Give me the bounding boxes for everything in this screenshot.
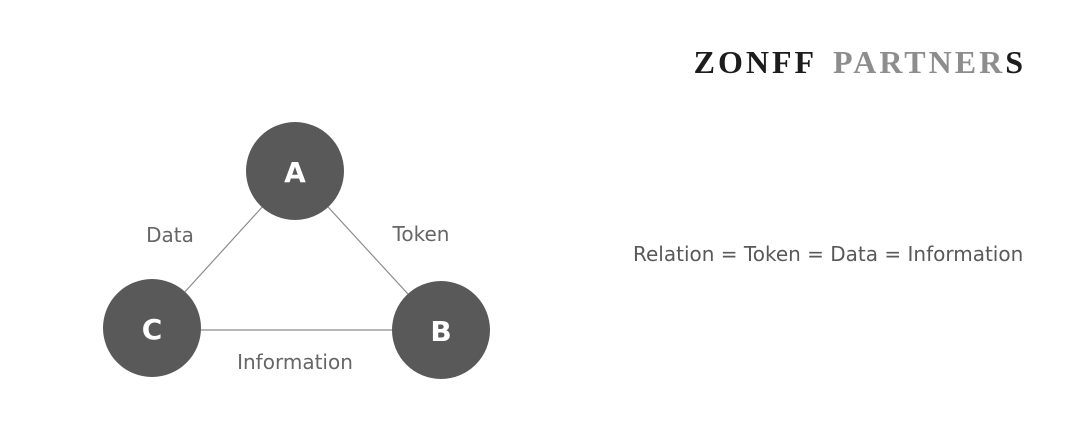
node-c-circle [103,279,201,377]
edge-label-token: Token [392,222,450,246]
edge-label-data: Data [146,223,194,247]
relation-equation-text: Relation = Token = Data = Information [633,242,1024,266]
node-a-label: A [284,156,306,189]
node-a-circle [246,122,344,220]
node-b-label: B [430,315,451,348]
edge-label-information: Information [237,350,353,374]
node-b-circle [392,281,490,379]
logo-letter-s: S [1005,44,1026,80]
zonff-partners-logo: ZONFF PARTNERS [694,46,1026,78]
triangle-diagram: A B C Data Token Information [103,122,490,379]
node-c-label: C [142,313,163,346]
logo-word-partner: PARTNER [833,44,1006,80]
logo-word-zonff: ZONFF [693,44,818,80]
